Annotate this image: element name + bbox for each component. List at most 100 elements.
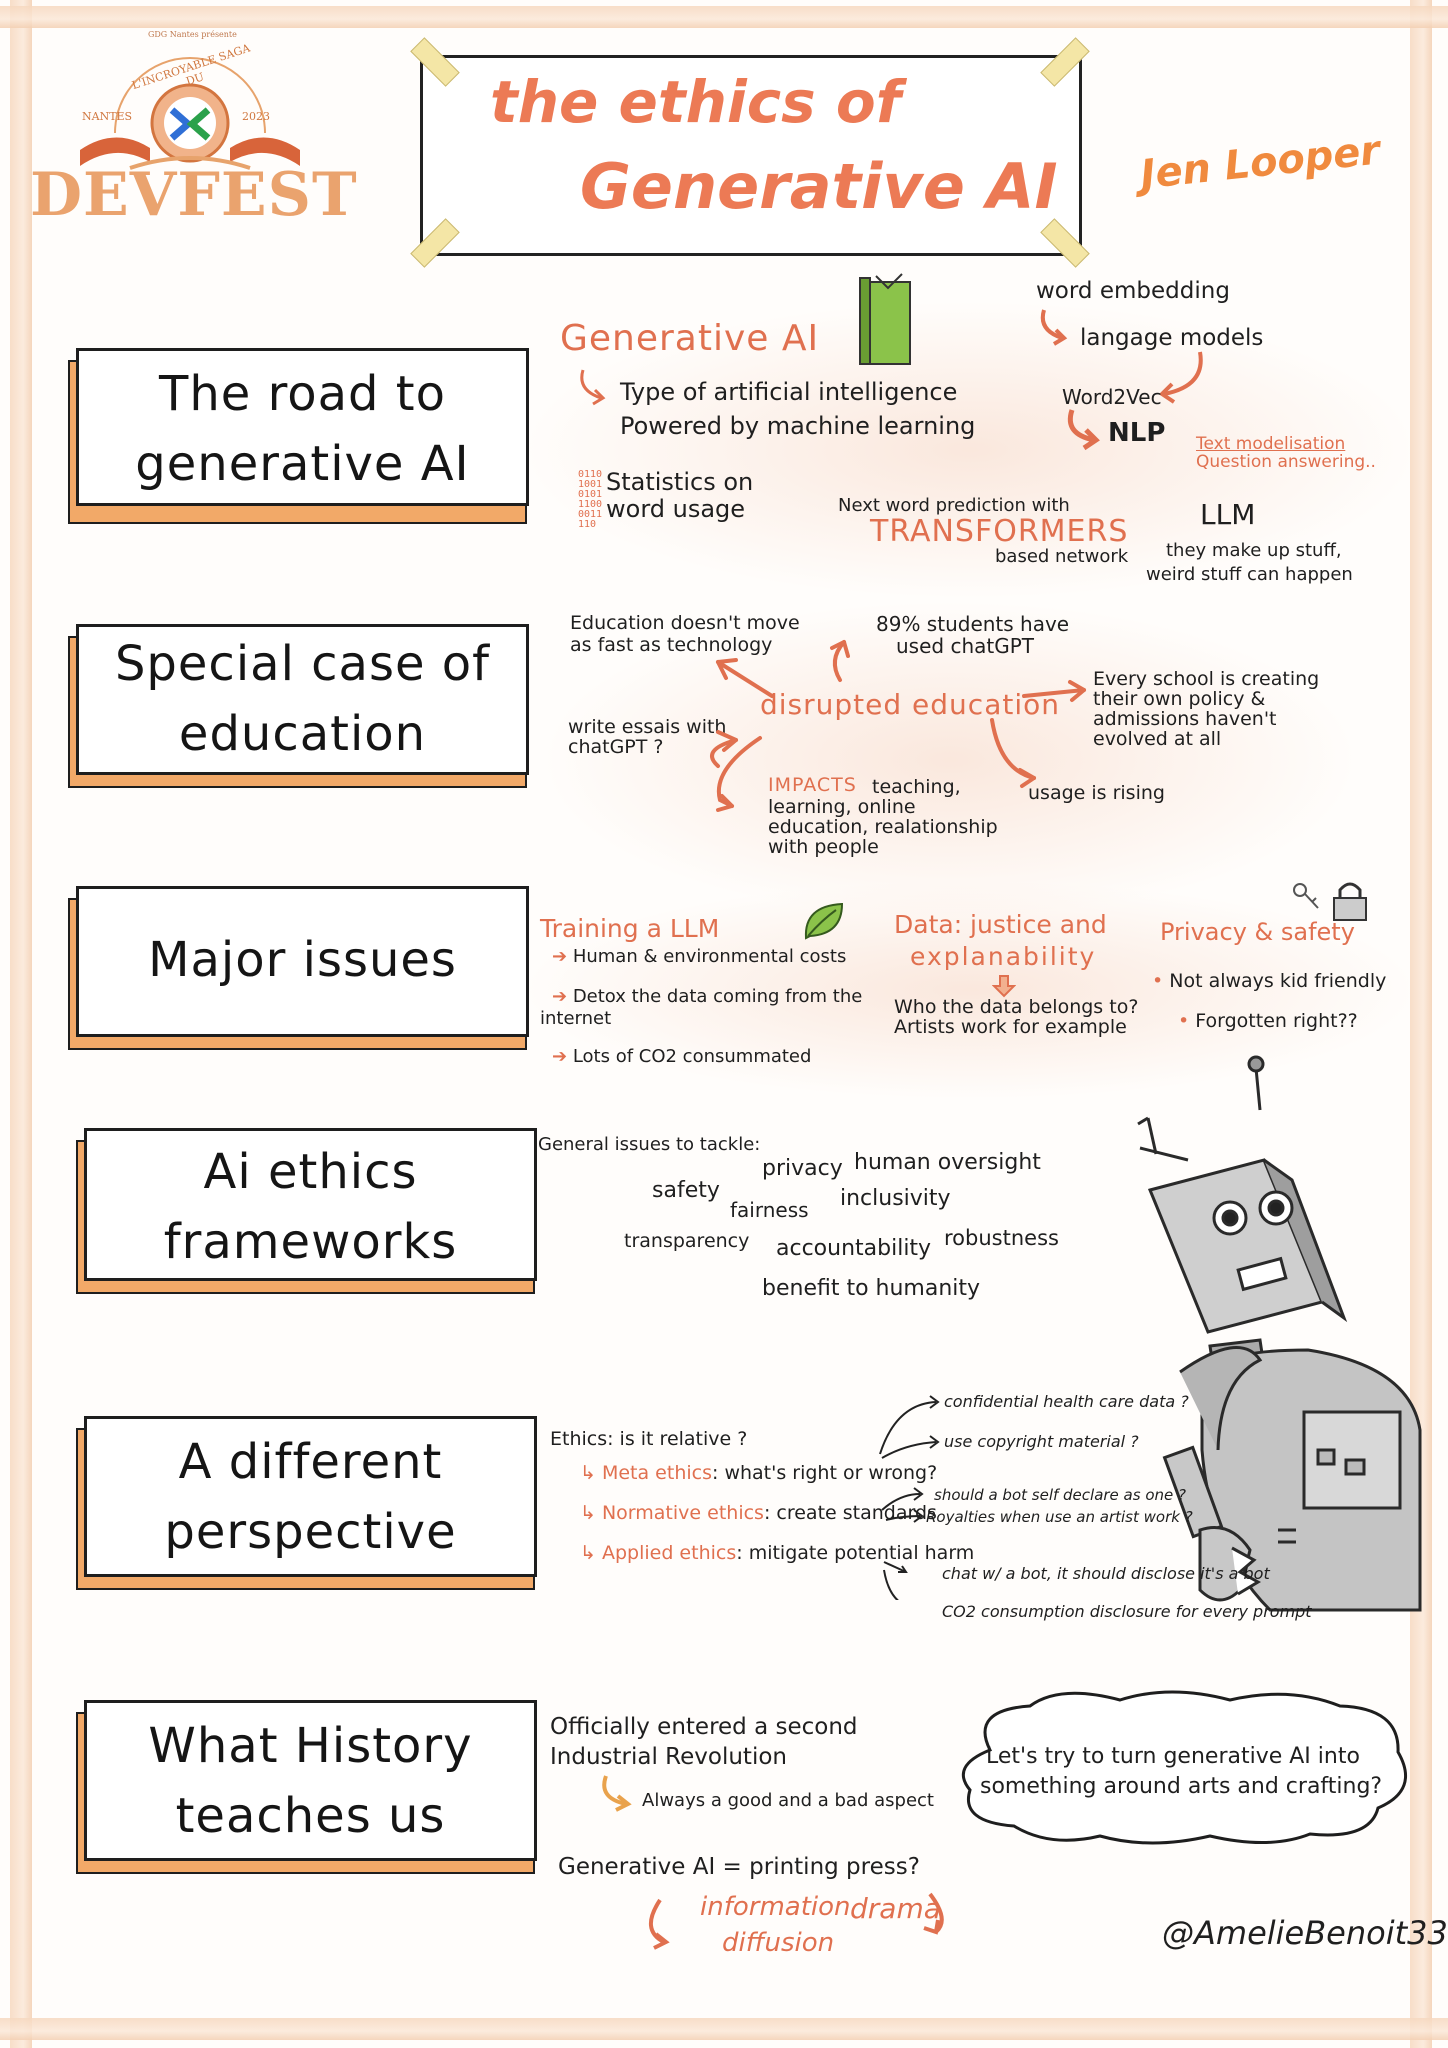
history-arrows — [649, 1892, 944, 1950]
edu-slow2: as fast as technology — [570, 634, 773, 656]
curved-arrow-icon: ↳ — [580, 1542, 602, 1564]
edu-essay1: write essais with — [568, 716, 727, 738]
persp-appl: ↳ Applied ethics: mitigate potential har… — [580, 1542, 974, 1564]
fw-oversight: human oversight — [854, 1150, 1041, 1175]
title-line2: Generative AI — [580, 150, 1058, 223]
logo-name: DEVFEST — [30, 160, 358, 230]
fw-privacy: privacy — [762, 1156, 843, 1181]
speech-cloud — [961, 1690, 1408, 1845]
logo-year: 2023 — [242, 110, 270, 123]
persp-meta-term: Meta ethics — [601, 1462, 712, 1484]
section-title-road: The road to generative AI — [135, 366, 470, 492]
issue-t2: ➔ Detox the data coming from the — [552, 986, 862, 1007]
edu-school3: admissions haven't — [1093, 708, 1277, 730]
edu-imp2: learning, online — [768, 796, 916, 818]
history-h1: Officially entered a second — [550, 1714, 858, 1740]
binary-icon: 0110 1001 0101 1100 0011 110 — [578, 469, 603, 530]
fw-inclusivity: inclusivity — [840, 1186, 951, 1211]
logo-presenter: GDG Nantes présente — [148, 30, 237, 39]
issue-t3: ➔ Lots of CO2 consummated — [552, 1046, 811, 1067]
down-left-arrow-icon — [1158, 351, 1203, 404]
section-box-education: Special case of education — [76, 624, 529, 775]
llm-weird: weird stuff can happen — [1146, 564, 1353, 585]
section-title-history: What History teaches us — [148, 1718, 473, 1844]
persp-b5: chat w/ a bot, it should disclose it's a… — [942, 1564, 1270, 1583]
title-line1: the ethics of — [490, 68, 901, 136]
langage-models: langage models — [1080, 325, 1264, 351]
word2vec: Word2Vec — [1062, 385, 1162, 409]
edu-pct2: used chatGPT — [896, 634, 1034, 658]
arrow-icon: ➔ — [552, 946, 573, 967]
issue-who1: Who the data belongs to? — [894, 996, 1139, 1018]
curved-arrow-icon-2 — [1040, 309, 1068, 346]
nlp-label: NLP — [1108, 418, 1166, 448]
issue-privacy: Privacy & safety — [1160, 918, 1355, 946]
next-word: Next word prediction with — [838, 495, 1070, 516]
transformers-label: TRANSFORMERS — [870, 514, 1129, 549]
persp-question: Ethics: is it relative ? — [550, 1428, 748, 1450]
fw-fairness: fairness — [730, 1198, 809, 1222]
issue-training: Training a LLM — [540, 914, 720, 943]
edu-imp4: with people — [768, 836, 879, 858]
edu-imp1: teaching, — [872, 776, 961, 798]
issue-t2-text: Detox the data coming from the — [572, 986, 863, 1007]
fw-safety: safety — [652, 1178, 720, 1203]
bullet-icon: • — [1152, 970, 1170, 992]
education-arrows — [710, 640, 1086, 812]
curved-arrow-icon-history — [602, 1775, 632, 1812]
edu-impacts: IMPACTS — [768, 774, 857, 796]
curved-arrow-icon — [580, 369, 606, 406]
lock-key-icon — [1293, 882, 1367, 921]
curved-arrow-icon: ↳ — [580, 1462, 602, 1484]
persp-meta: ↳ Meta ethics: what's right or wrong? — [580, 1462, 937, 1484]
persp-b2: use copyright material ? — [944, 1432, 1139, 1451]
persp-appl-desc: : mitigate potential harm — [736, 1542, 975, 1564]
issue-p2-text: Forgotten right?? — [1195, 1010, 1358, 1032]
edu-slow1: Education doesn't move — [570, 612, 800, 634]
fw-accountability: accountability — [776, 1236, 932, 1261]
section-title-education: Special case of education — [114, 636, 491, 762]
cloud-line2: something around arts and crafting? — [980, 1774, 1383, 1799]
section-box-road: The road to generative AI — [76, 348, 529, 506]
down-arrow-icon — [992, 975, 1016, 998]
history-h3: Always a good and a bad aspect — [642, 1790, 934, 1811]
section-title-frameworks: Ai ethics frameworks — [163, 1144, 458, 1270]
robot-illustration — [1137, 1055, 1422, 1612]
persp-norm-term: Normative ethics — [601, 1502, 764, 1524]
issue-t3-text: Lots of CO2 consummated — [572, 1046, 812, 1067]
fw-robustness: robustness — [944, 1226, 1059, 1250]
history-drama: drama — [850, 1892, 941, 1925]
llm-label: LLM — [1200, 498, 1256, 531]
edu-essay2: chatGPT ? — [568, 736, 664, 758]
curved-arrow-icon: ↳ — [580, 1502, 602, 1524]
wash-education — [540, 600, 1360, 920]
section-box-perspective: A different perspective — [84, 1416, 537, 1577]
road-def2: Powered by machine learning — [620, 412, 976, 440]
word-embedding: word embedding — [1036, 278, 1230, 304]
wash-issues — [520, 880, 1420, 1100]
persp-b4: Royalties when use an artist work ? — [926, 1508, 1193, 1526]
issue-p1: • Not always kid friendly — [1152, 970, 1386, 992]
issue-p2: • Forgotten right?? — [1178, 1010, 1358, 1032]
section-title-issues: Major issues — [148, 932, 457, 988]
persp-appl-term: Applied ethics — [601, 1542, 737, 1564]
issue-t2b: internet — [540, 1008, 612, 1029]
education-center: disrupted education — [760, 688, 1060, 721]
cloud-line1: Let's try to turn generative AI into — [986, 1744, 1360, 1769]
leaf-icon — [804, 902, 844, 940]
wash-road — [520, 300, 1420, 600]
fw-transparency: transparency — [624, 1230, 750, 1252]
section-title-perspective: A different perspective — [164, 1434, 457, 1560]
persp-meta-desc: : what's right or wrong? — [712, 1462, 938, 1484]
edu-school2: their own policy & — [1093, 688, 1266, 710]
text-modelisation: Text modelisation — [1196, 434, 1346, 454]
issue-data1: Data: justice and — [894, 910, 1107, 939]
bullet-icon: • — [1178, 1010, 1196, 1032]
history-h2: Industrial Revolution — [550, 1744, 787, 1770]
devfest-logo: GDG Nantes présente L'INCROYABLE SAGA DU… — [30, 30, 358, 240]
logo-city: NANTES — [82, 110, 133, 123]
perspective-branch-arrows — [879, 1395, 940, 1600]
issue-p1-text: Not always kid friendly — [1169, 970, 1387, 992]
section-box-frameworks: Ai ethics frameworks — [84, 1128, 537, 1281]
issue-data2: explanability — [910, 942, 1097, 971]
